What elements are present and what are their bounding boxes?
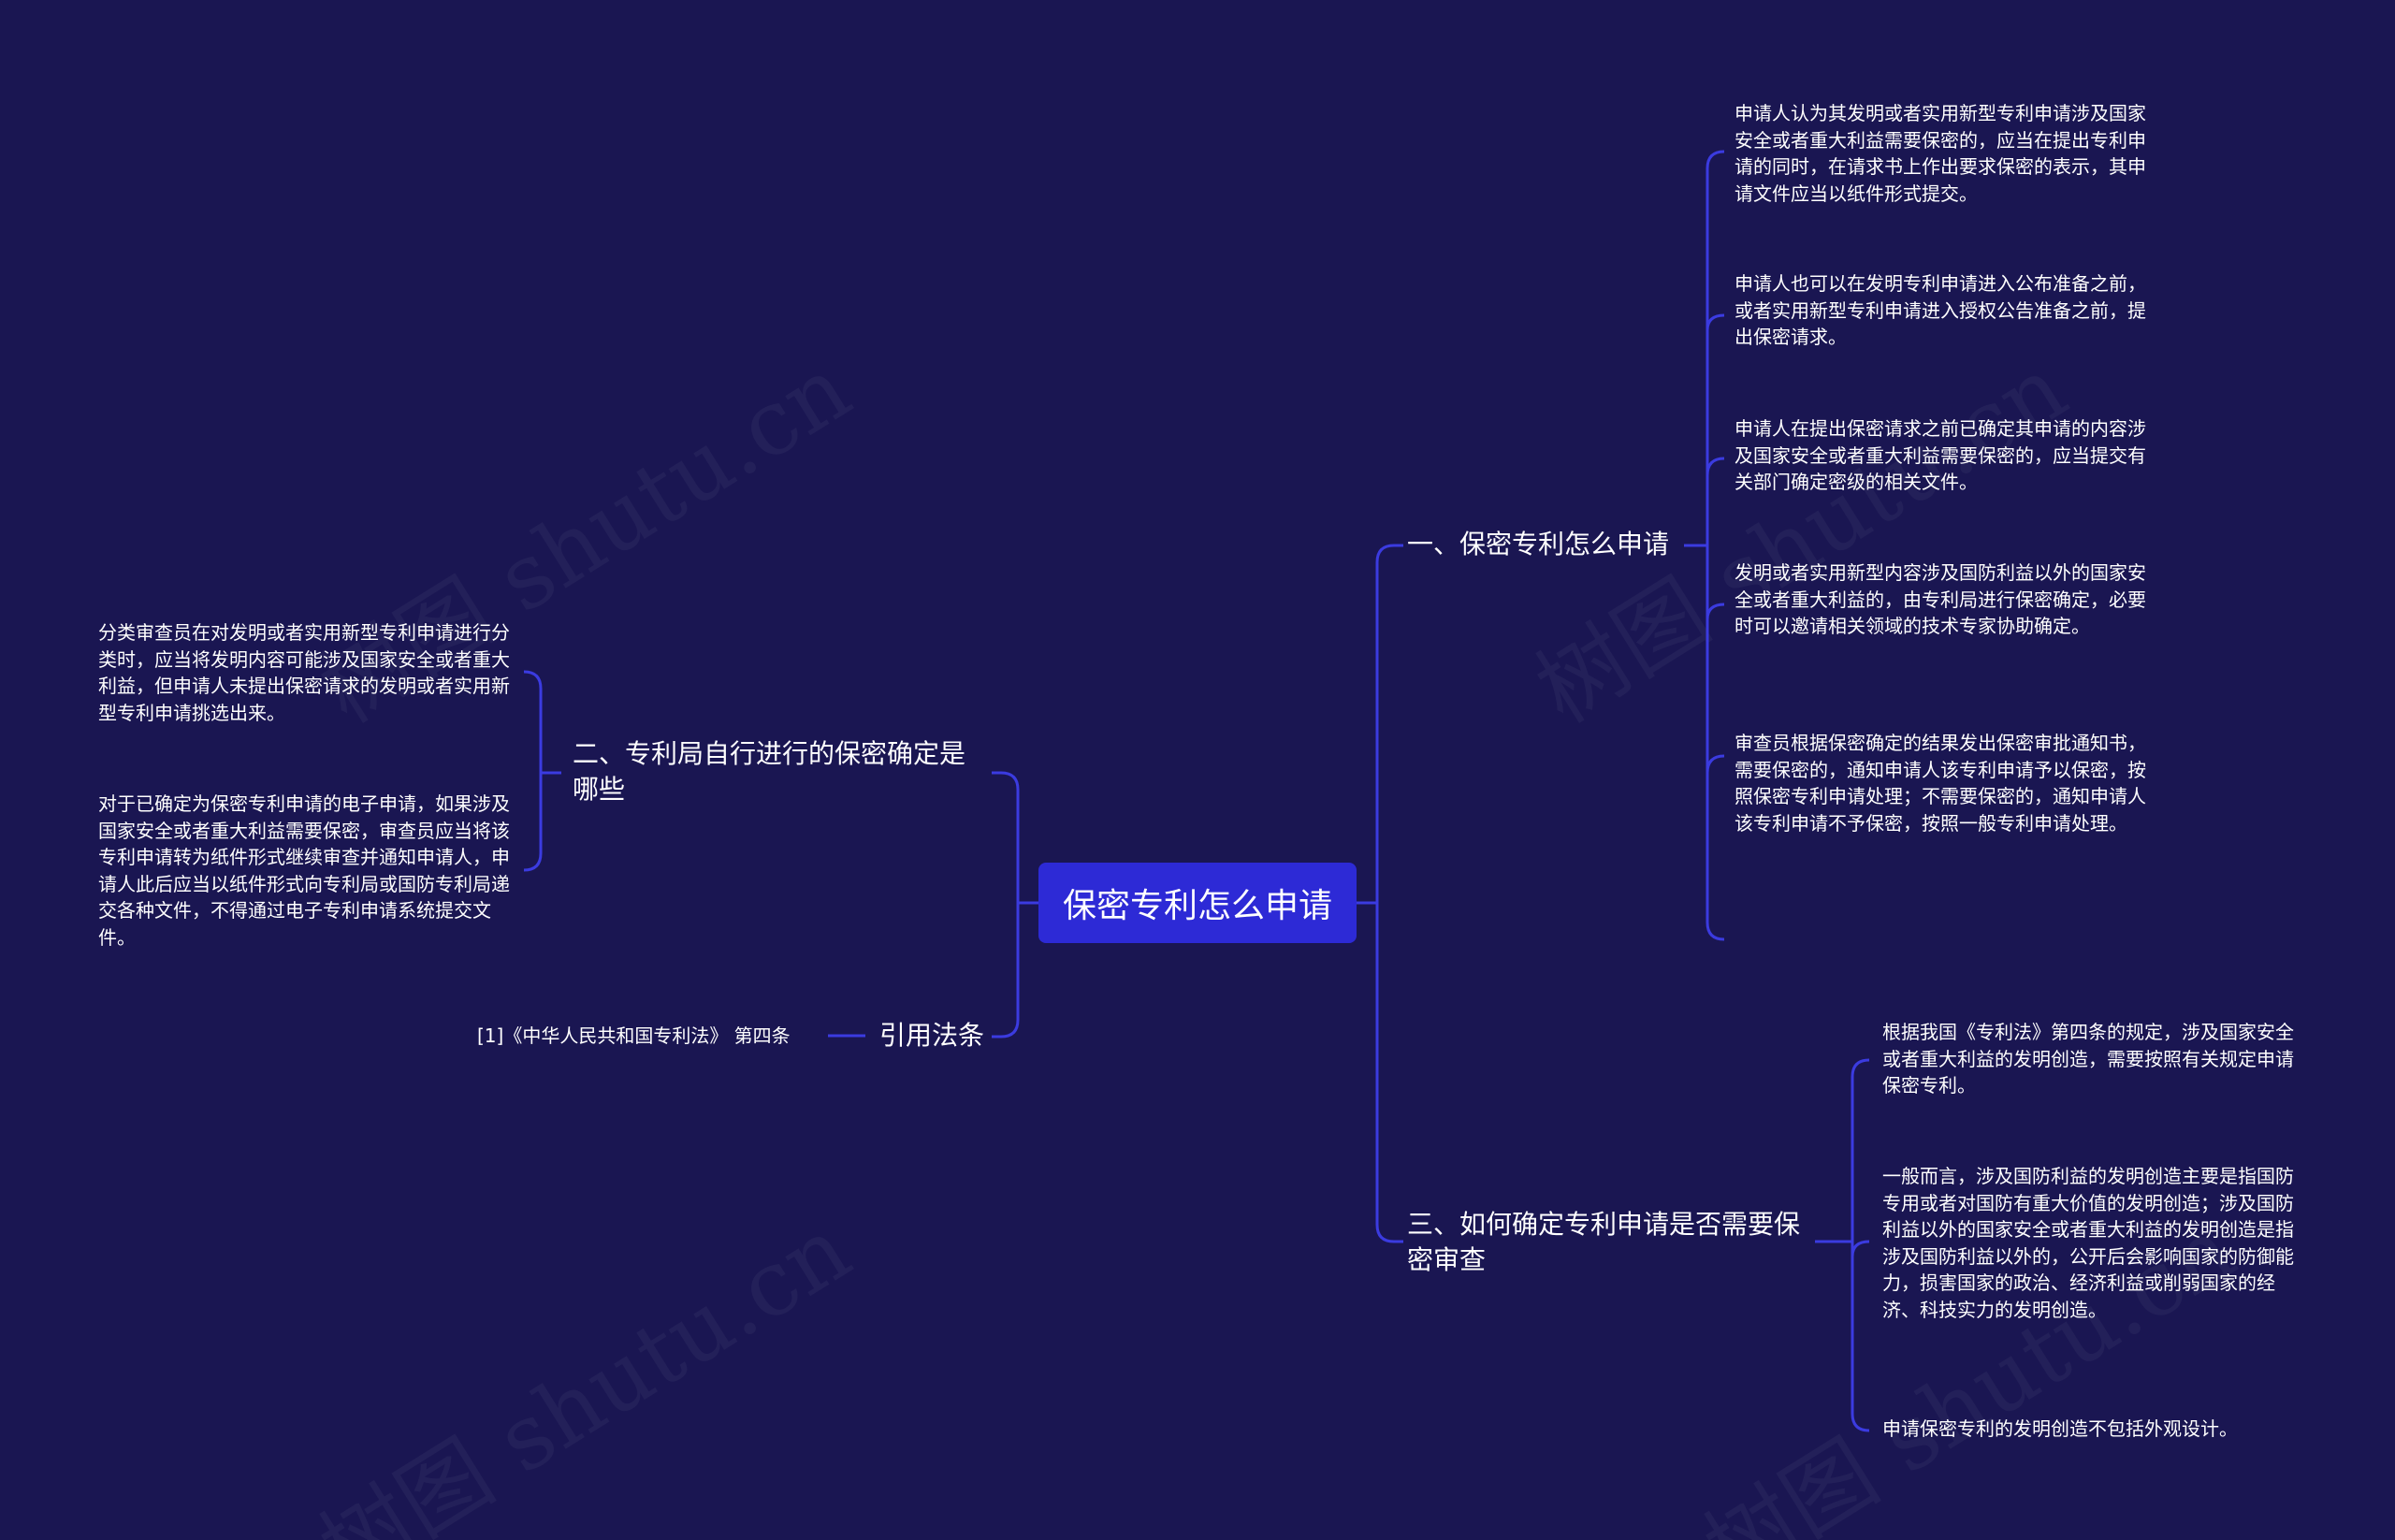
leaf-node[interactable]: 分类审查员在对发明或者实用新型专利申请进行分类时，应当将发明内容可能涉及国家安全… [98, 621, 510, 724]
connector-line [1706, 457, 1725, 476]
connector-line [1000, 771, 1020, 1039]
branch-node-determine-review[interactable]: 三、如何确定专利申请是否需要保密审查 [1407, 1209, 1801, 1275]
leaf-node[interactable]: 一般而言，涉及国防利益的发明创造主要是指国防专用或者对国防有重大价值的发明创造；… [1882, 1165, 2294, 1321]
leaf-node[interactable]: 申请人认为其发明或者实用新型专利申请涉及国家安全或者重大利益需要保密的，应当在提… [1735, 102, 2146, 205]
leaf-node[interactable]: 对于已确定为保密专利申请的电子申请，如果涉及国家安全或者重大利益需要保密，审查员… [98, 792, 510, 949]
connector-line [1706, 313, 1725, 331]
leaf-node-reference[interactable]: [1]《中华人民共和国专利法》 第四条 [477, 1024, 791, 1047]
connector-line [1851, 1240, 1870, 1257]
connector-line [1851, 1058, 1870, 1432]
branch-node-how-to-apply[interactable]: 一、保密专利怎么申请 [1407, 529, 1670, 559]
leaf-node[interactable]: 申请人也可以在发明专利申请进入公布准备之前，或者实用新型专利申请进入授权公告准备… [1735, 272, 2146, 348]
connector-line [1706, 150, 1725, 941]
connector-line [1375, 544, 1395, 1243]
branch-node-office-confirmation[interactable]: 二、专利局自行进行的保密确定是哪些 [573, 738, 966, 805]
connector-line [523, 670, 543, 872]
leaf-node[interactable]: 发明或者实用新型内容涉及国防利益以外的国家安全或者重大利益的，由专利局进行保密确… [1735, 561, 2146, 637]
leaf-node[interactable]: 申请保密专利的发明创造不包括外观设计。 [1882, 1417, 2238, 1440]
leaf-node[interactable]: 根据我国《专利法》第四条的规定，涉及国家安全或者重大利益的发明创造，需要按照有关… [1882, 1021, 2294, 1097]
leaf-node[interactable]: 申请人在提出保密请求之前已确定其申请的内容涉及国家安全或者重大利益需要保密的，应… [1735, 417, 2146, 493]
connector-line [1706, 603, 1725, 620]
root-node[interactable]: 保密专利怎么申请 [1038, 863, 1357, 943]
leaf-node[interactable]: 审查员根据保密确定的结果发出保密审批通知书，需要保密的，通知申请人该专利申请予以… [1735, 732, 2146, 835]
connector-line [1706, 754, 1725, 774]
branch-node-legal-reference[interactable]: 引用法条 [879, 1020, 985, 1051]
